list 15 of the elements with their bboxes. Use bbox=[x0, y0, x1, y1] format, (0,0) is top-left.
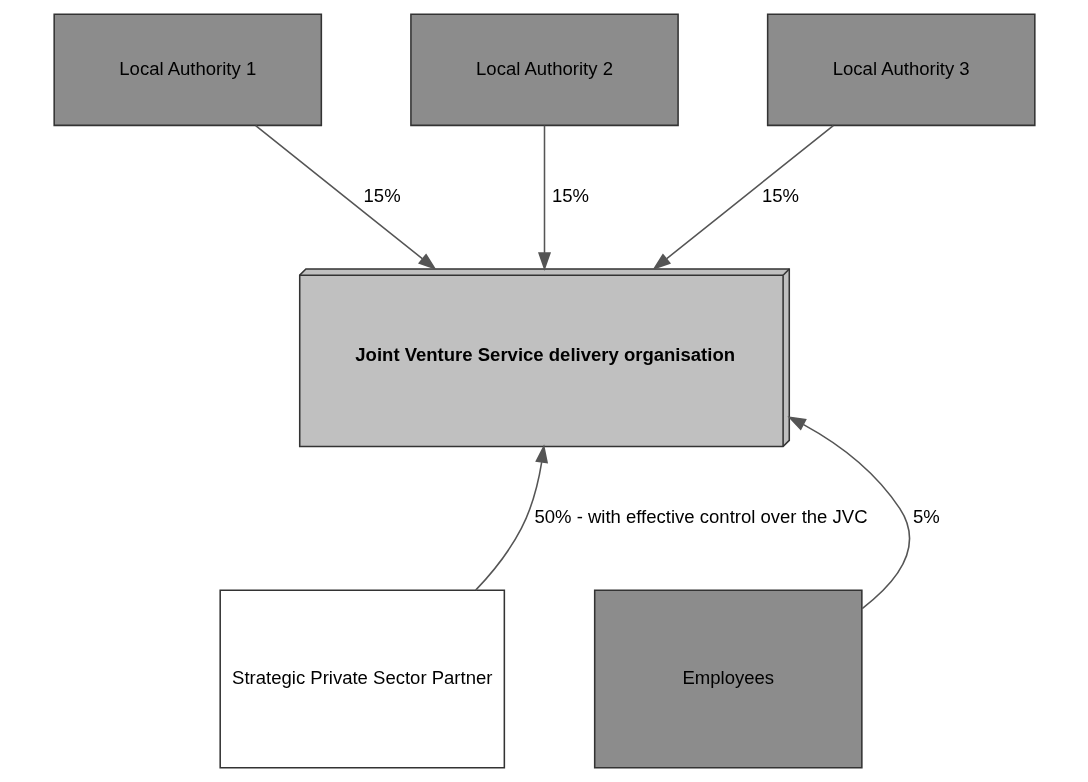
edge-label: 15% bbox=[761, 184, 799, 206]
node-box: Local Authority 2 bbox=[409, 13, 679, 127]
node-box: Local Authority 3 bbox=[766, 13, 1036, 127]
arrow bbox=[651, 124, 834, 271]
edge-label: 5% bbox=[912, 506, 940, 528]
edge-label: 15% bbox=[363, 184, 401, 206]
node-box: Employees bbox=[593, 589, 863, 769]
node-box: Local Authority 1 bbox=[52, 13, 322, 127]
arrow bbox=[537, 124, 551, 271]
arrow bbox=[474, 444, 548, 591]
edge-label: 50% - with effective control over the JVC bbox=[533, 506, 868, 528]
node-box: Strategic Private Sector Partner bbox=[218, 589, 505, 769]
edge-label: 15% bbox=[551, 184, 589, 206]
arrow bbox=[786, 416, 910, 610]
arrow bbox=[254, 124, 437, 271]
